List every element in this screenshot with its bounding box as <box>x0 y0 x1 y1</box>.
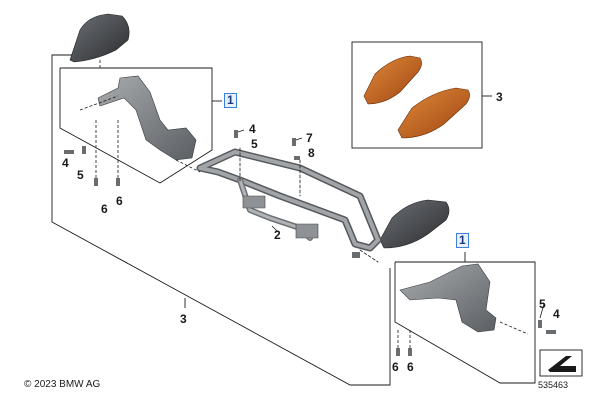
callout-3-right: 3 <box>496 90 503 104</box>
callout-1-right: 1 <box>456 233 469 248</box>
callout-5-mid: 5 <box>251 137 258 151</box>
callout-4-left: 4 <box>62 156 69 170</box>
callout-1-top: 1 <box>224 93 237 108</box>
callout-4-right: 4 <box>553 307 560 321</box>
item-3-frame <box>51 54 391 386</box>
callout-2: 2 <box>274 228 281 242</box>
callout-5-left: 5 <box>77 168 84 182</box>
handle-cover-right <box>379 199 450 249</box>
orange-detail-box <box>351 41 492 149</box>
callout-6-right-b: 6 <box>407 360 414 374</box>
callout-3-bottom: 3 <box>180 312 187 326</box>
right-bracket <box>396 263 556 356</box>
callout-5-right: 5 <box>539 297 546 311</box>
direction-arrow-icon <box>539 349 583 377</box>
diagram-id: 535463 <box>538 380 569 390</box>
callout-4-mid: 4 <box>249 122 256 136</box>
leader-lines <box>237 129 545 319</box>
callout-7: 7 <box>306 131 313 145</box>
callout-6-right-a: 6 <box>392 360 399 374</box>
orange-handle-upper <box>363 55 422 105</box>
callout-6-left-b: 6 <box>116 194 123 208</box>
right-bracket-box <box>394 252 536 384</box>
copyright-notice: © 2023 BMW AG <box>24 379 101 390</box>
left-bracket-box <box>59 67 222 184</box>
orange-handle-lower <box>397 87 470 139</box>
callout-8: 8 <box>308 146 315 160</box>
callout-6-left-a: 6 <box>101 202 108 216</box>
handle-cover-top-left <box>69 13 130 63</box>
main-frame <box>196 147 382 263</box>
